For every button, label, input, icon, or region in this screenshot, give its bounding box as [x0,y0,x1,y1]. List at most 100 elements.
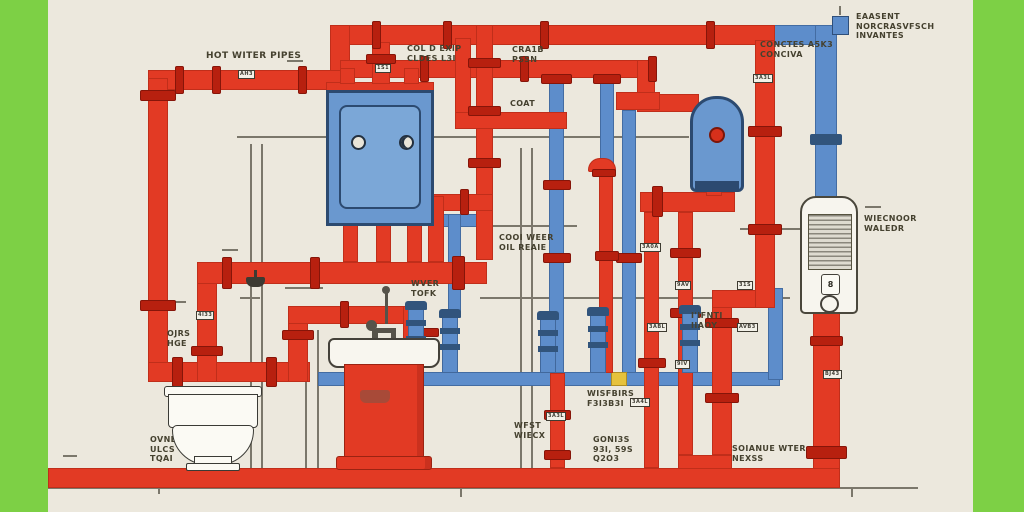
shutoff-valve-band [680,340,700,346]
diagram-label-line: COOI WEER [499,233,554,242]
sink-column [344,364,424,464]
cold-water-pipe-segment [815,25,837,197]
pipe-coupling [140,300,176,311]
hot-water-pipe-segment [407,224,422,262]
hot-water-pipe-segment [755,40,775,308]
wall-line [285,287,323,289]
wall-line [305,330,307,470]
shutoff-valve-body [540,314,556,373]
hot-water-pipe-segment [640,192,735,212]
pipe-coupling [310,257,320,289]
diagram-label-line: F3I3B3I [587,398,625,408]
faucet-rod [385,292,388,324]
sink-soap-detail [360,390,390,403]
diagram-label-line: WFST [514,421,542,430]
diagram-label-line: Q2O3 [593,454,620,463]
shutoff-valve-body [442,312,458,373]
cold-water-pipe-segment [318,372,780,386]
diagram-label-line: HGE [167,338,187,348]
pipe-tag: 4I33 [196,311,215,320]
diagram-label-line: COAT [510,99,536,108]
diagram-label-line: ULCS [150,444,175,454]
diagram-label-line: WVER [411,279,440,288]
hot-water-pipe-segment [330,25,775,45]
cylinder-water-heater [690,96,744,192]
hot-water-pipe-segment [712,290,732,455]
diagram-label-line: WALEDR [864,223,905,233]
diagram-label-line: WISFBIRS [587,389,635,398]
wall-line [261,144,263,470]
pipe-coupling [748,224,782,235]
tick-mark [240,297,260,299]
pipe-coupling [460,189,469,215]
toilet-base [186,463,240,471]
pipe-coupling [593,74,621,84]
tick-mark [839,6,841,15]
heater-control-display: 8 [821,274,840,295]
pipe-coupling [705,318,739,328]
boiler-port-right [399,135,414,150]
shutoff-valve-band [440,328,460,334]
diagram-label-line: OIL REAIE [499,242,547,252]
shutoff-valve-band [588,342,608,348]
diagram-label-line: NEXSS [732,453,764,463]
diagram-label-line: CONCIVA [760,49,803,59]
wall-line [520,148,522,470]
tick-mark [865,206,881,208]
cold-water-pipe-segment [768,288,783,380]
diagram-label-line: I'IFNTI [691,311,723,320]
hot-water-pipe-segment [343,224,358,262]
pipe-tag: 3A0A [640,243,661,252]
pipe-coupling [191,346,223,356]
pipe-coupling [468,158,501,168]
diagram-label-line: OJRS [167,329,191,338]
diagram-label-line: WIECX [514,430,546,440]
pipe-tag: BJ43 [823,370,842,379]
diagram-label-line: SOIANUE WTER [732,444,806,453]
pipe-coupling [212,66,221,94]
pipe-coupling [810,336,843,346]
tick-mark [172,301,186,303]
diagram-label-line: PSSN [512,54,538,64]
hot-water-pipe-segment [340,68,355,84]
faucet-spout-tip [391,331,396,340]
pipe-coupling [670,248,701,258]
legend-text: EAASENT NORCRASVFSCH INVANTES [856,12,934,41]
shutoff-valve-band [538,330,558,336]
diagram-label-line: CRA1B [512,45,544,54]
wall-line [158,484,160,494]
pipe-coupling [409,328,439,337]
pipe-coupling [638,358,666,368]
shutoff-valve-cap [587,307,609,316]
diagram-label-line: COL D EXIP [407,44,462,53]
faucet-stem [372,329,378,341]
pipe-tag: 3A3L [753,74,774,83]
shutoff-valve-band [406,320,426,326]
diagram-label-line: WIECNOOR [864,214,917,223]
hot-water-pipe-segment [455,112,567,129]
wall-sprinkler-icon [246,277,265,287]
wall-line [460,487,462,497]
pipe-coupling [540,21,549,49]
legend-swatch [832,16,849,35]
shutoff-valve-cap [537,311,559,320]
hot-water-pipe-segment [404,68,419,84]
heater-dial [820,295,839,313]
pipe-coupling [706,21,715,49]
diagram-label-line: OVNER [150,435,184,444]
shutoff-valve-body [590,310,606,373]
pipe-coupling [520,56,529,82]
diagram-label-line: HOT WITER PIPES [206,51,302,61]
pipe-coupling [420,56,429,82]
green-border-left [0,0,48,512]
shutoff-valve-cap [405,301,427,310]
pipe-tag: 3ABL [647,323,668,332]
cylinder-tank-base-band [695,181,739,189]
